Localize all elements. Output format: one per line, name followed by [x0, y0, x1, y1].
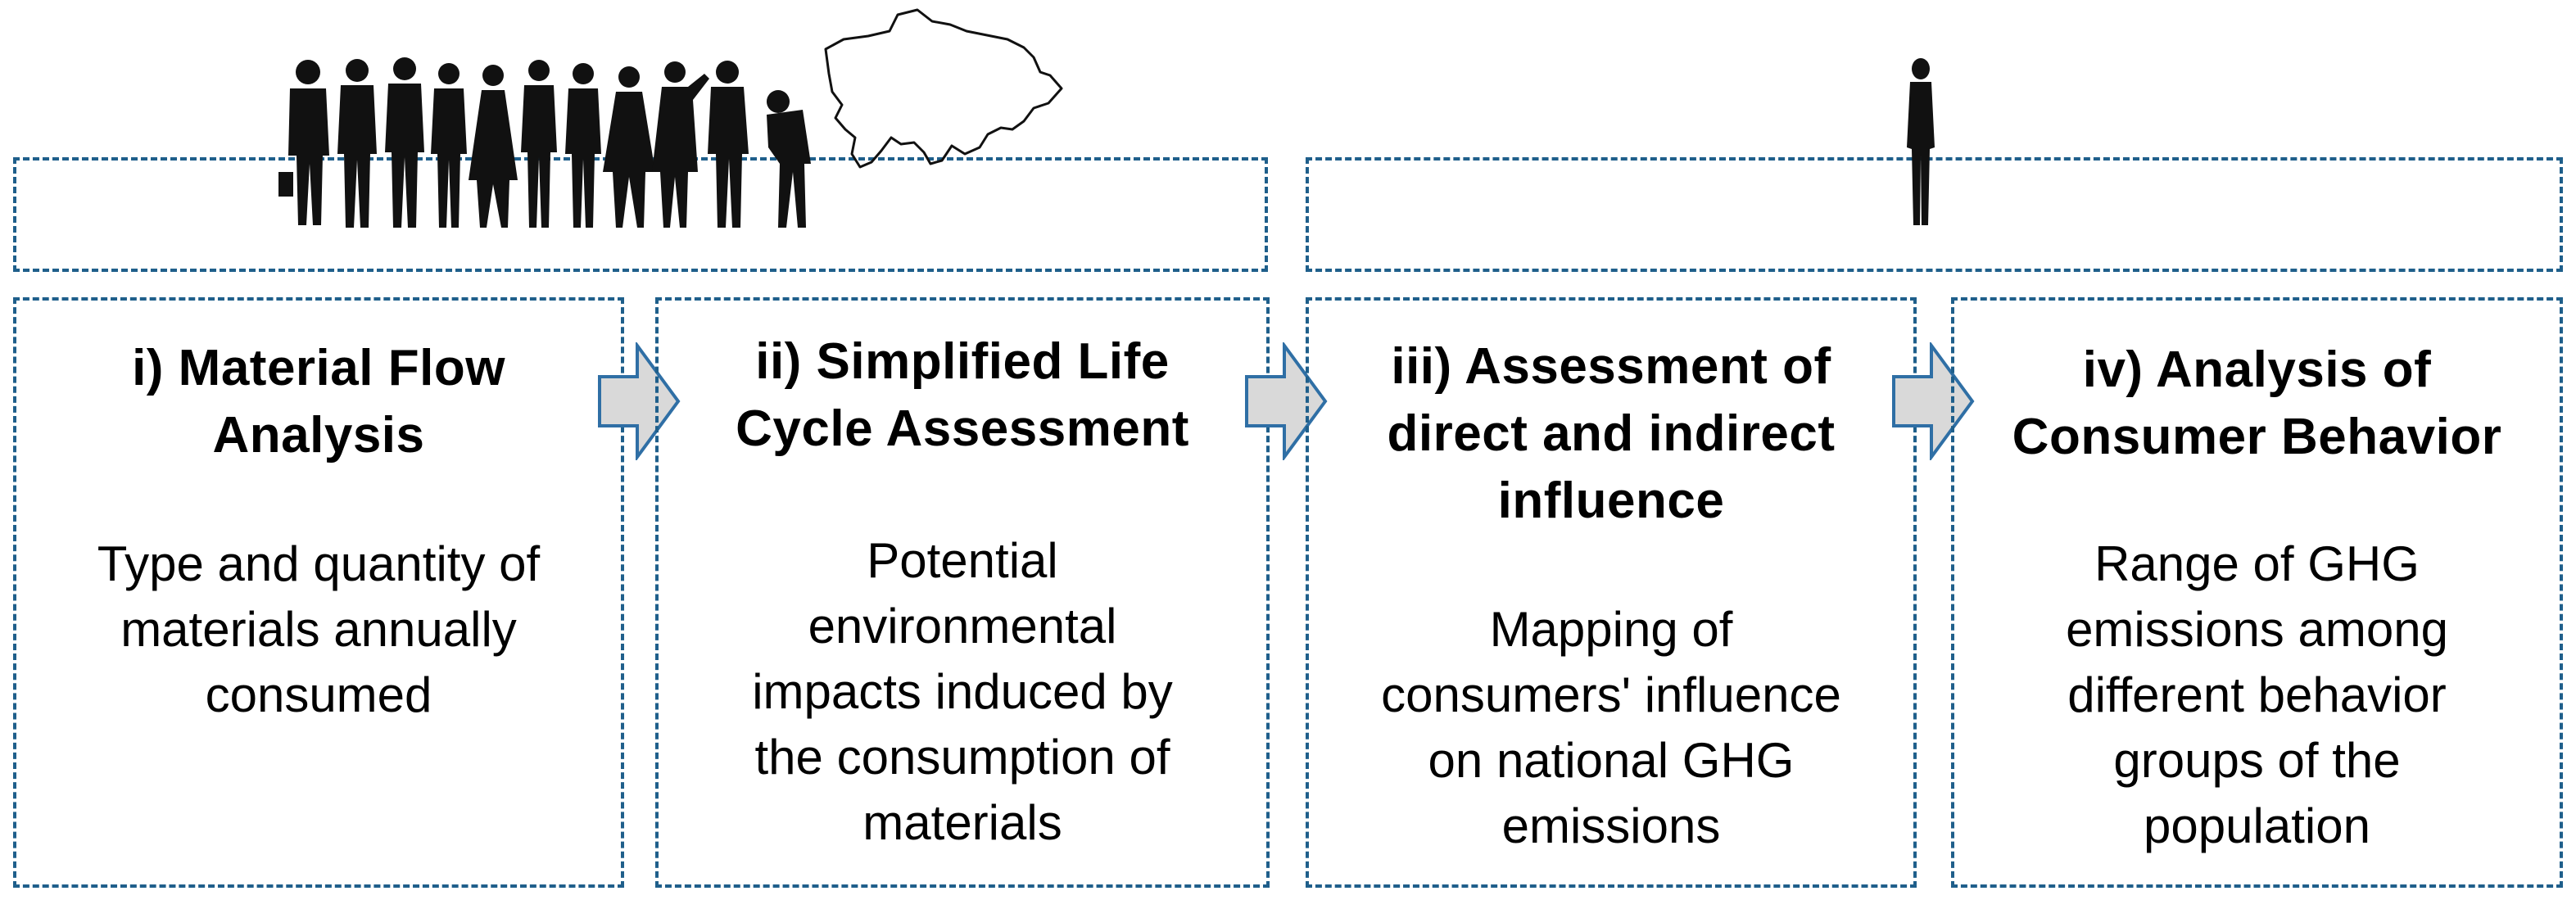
step-title-line: ii) Simplified Life [755, 333, 1170, 390]
single-person-silhouette-icon [1907, 58, 1935, 225]
step-description-line: environmental [808, 599, 1117, 654]
step-description: Mapping of consumers' influence on natio… [1309, 597, 1913, 859]
step-title-line: Analysis [212, 407, 425, 464]
step-description: Potential environmental impacts induced … [659, 528, 1266, 856]
step-box-assessment-of-influence: iii) Assessment of direct and indirect i… [1306, 297, 1917, 888]
step-title-line: direct and indirect [1387, 405, 1836, 462]
step-description-line: impacts induced by [752, 664, 1173, 719]
step-description-line: materials [862, 795, 1062, 850]
step-description-line: Mapping of [1489, 602, 1733, 657]
step-description-line: emissions [1501, 798, 1721, 853]
step-title-line: Consumer Behavior [2012, 409, 2502, 465]
step-box-analysis-of-consumer-behavior: iv) Analysis of Consumer Behavior Range … [1951, 297, 2563, 888]
step-description-line: Type and quantity of [97, 536, 541, 591]
step-title-line: Cycle Assessment [736, 400, 1189, 457]
step-description-line: groups of the [2113, 733, 2401, 788]
step-title: i) Material Flow Analysis [16, 335, 621, 469]
step-box-simplified-life-cycle-assessment: ii) Simplified Life Cycle Assessment Pot… [655, 297, 1270, 888]
step-description-line: Potential [867, 533, 1058, 588]
step-description-line: the consumption of [754, 730, 1170, 785]
step-title: iii) Assessment of direct and indirect i… [1309, 333, 1913, 535]
step-title-line: iii) Assessment of [1391, 338, 1831, 395]
step-description-line: on national GHG [1428, 733, 1795, 788]
top-group-box-right [1306, 157, 2563, 272]
step-description-line: consumed [205, 667, 432, 722]
country-outline-map-icon [824, 8, 1063, 169]
step-title: ii) Simplified Life Cycle Assessment [659, 328, 1266, 463]
step-title-line: i) Material Flow [132, 340, 505, 396]
step-description-line: different behavior [2067, 667, 2447, 722]
step-title-line: iv) Analysis of [2082, 341, 2432, 398]
step-description: Range of GHG emissions among different b… [1954, 531, 2560, 859]
crowd-silhouettes-icon [278, 57, 811, 228]
step-description-line: materials annually [120, 602, 517, 657]
step-description-line: Range of GHG [2094, 536, 2420, 591]
step-title-line: influence [1497, 473, 1725, 529]
step-title: iv) Analysis of Consumer Behavior [1954, 337, 2560, 471]
step-description: Type and quantity of materials annually … [16, 531, 621, 728]
step-description-line: population [2144, 798, 2370, 853]
step-description-line: emissions among [2066, 602, 2448, 657]
right-arrow-icon [1245, 342, 1328, 460]
step-box-material-flow-analysis: i) Material Flow Analysis Type and quant… [13, 297, 624, 888]
step-description-line: consumers' influence [1381, 667, 1841, 722]
